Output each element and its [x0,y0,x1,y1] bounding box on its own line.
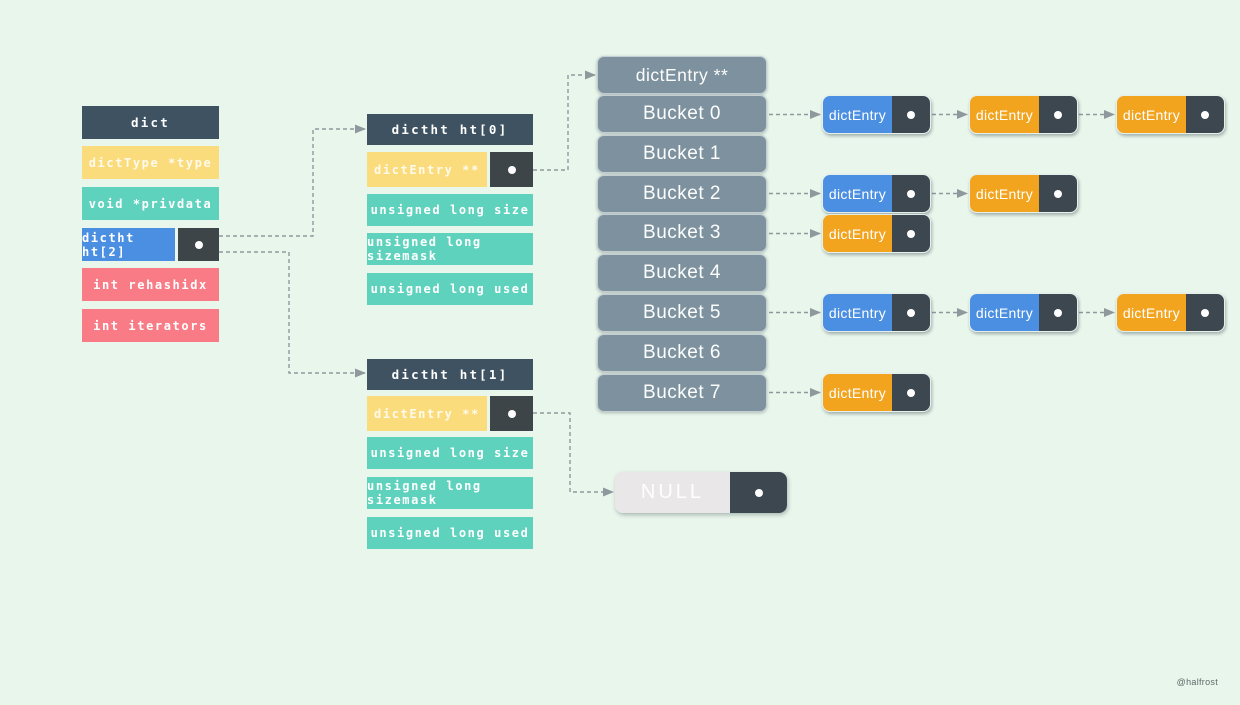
pointer-dot [907,189,915,198]
bucket-array-header: dictEntry ** [597,56,767,94]
pointer-dot [907,388,915,397]
ht0-field-table: dictEntry ** [367,152,487,187]
dict-entry-node: dictEntry [1116,293,1225,332]
bucket-3: Bucket 3 [597,214,767,252]
ht1-table-pointer-cell [490,396,533,431]
dict-field-rehashidx: int rehashidx [82,268,219,301]
ht1-field-table: dictEntry ** [367,396,487,431]
next-pointer-cell [1186,294,1224,331]
author-watermark: @halfrost [1176,677,1218,687]
next-pointer-cell [1186,96,1224,133]
ht1-field-sizemask: unsigned long sizemask [367,477,533,509]
dict-field-iterators: int iterators [82,309,219,342]
dict-entry-node: dictEntry [822,293,931,332]
bucket-5: Bucket 5 [597,294,767,332]
dict-entry-label: dictEntry [1117,294,1186,331]
pointer-dot [1054,308,1062,317]
pointer-dot [507,409,516,418]
dict-entry-label: dictEntry [823,374,892,411]
next-pointer-cell [892,294,930,331]
pointer-dot [907,110,915,119]
dict-entry-label: dictEntry [970,294,1039,331]
null-label: NULL [615,472,730,513]
bucket-6: Bucket 6 [597,334,767,372]
dict-field-ht2: dictht ht[2] [82,228,175,261]
dict-entry-label: dictEntry [1117,96,1186,133]
dict-entry-node: dictEntry [822,214,931,253]
ht0-field-used: unsigned long used [367,273,533,305]
pointer-dot [754,488,763,497]
bucket-7: Bucket 7 [597,374,767,412]
pointer-dot [907,308,915,317]
dict-struct-header: dict [82,106,219,139]
next-pointer-cell [1039,294,1077,331]
dict-entry-label: dictEntry [823,215,892,252]
ht0-table-pointer-cell [490,152,533,187]
pointer-dot [1054,110,1062,119]
dict-entry-node: dictEntry [969,293,1078,332]
next-pointer-cell [892,175,930,212]
pointer-dot [194,240,203,249]
dict-entry-label: dictEntry [823,96,892,133]
bucket-0: Bucket 0 [597,95,767,133]
pointer-dot [507,165,516,174]
dict-entry-label: dictEntry [823,175,892,212]
ht0-field-size: unsigned long size [367,194,533,226]
next-pointer-cell [892,96,930,133]
dict-entry-node: dictEntry [1116,95,1225,134]
bucket-1: Bucket 1 [597,135,767,173]
ht1-field-used: unsigned long used [367,517,533,549]
ht0-field-sizemask: unsigned long sizemask [367,233,533,265]
dict-entry-node: dictEntry [969,95,1078,134]
pointer-dot [1054,189,1062,198]
bucket-2: Bucket 2 [597,175,767,213]
dict-ht2-pointer-cell [178,228,219,261]
pointer-dot [907,229,915,238]
dict-field-privdata: void *privdata [82,187,219,220]
ht1-struct-header: dictht ht[1] [367,359,533,390]
bucket-4: Bucket 4 [597,254,767,292]
ht0-struct-header: dictht ht[0] [367,114,533,145]
dict-entry-label: dictEntry [970,175,1039,212]
dict-entry-node: dictEntry [822,373,931,412]
dict-entry-label: dictEntry [823,294,892,331]
dict-entry-node: dictEntry [822,95,931,134]
next-pointer-cell [892,215,930,252]
null-node: NULL [615,472,787,513]
next-pointer-cell [1039,175,1077,212]
dict-entry-node: dictEntry [969,174,1078,213]
dict-entry-label: dictEntry [970,96,1039,133]
ht1-field-size: unsigned long size [367,437,533,469]
dict-field-type: dictType *type [82,146,219,179]
next-pointer-cell [1039,96,1077,133]
pointer-dot [1201,110,1209,119]
pointer-dot [1201,308,1209,317]
next-pointer-cell [892,374,930,411]
next-pointer-cell [730,472,787,513]
dict-entry-node: dictEntry [822,174,931,213]
